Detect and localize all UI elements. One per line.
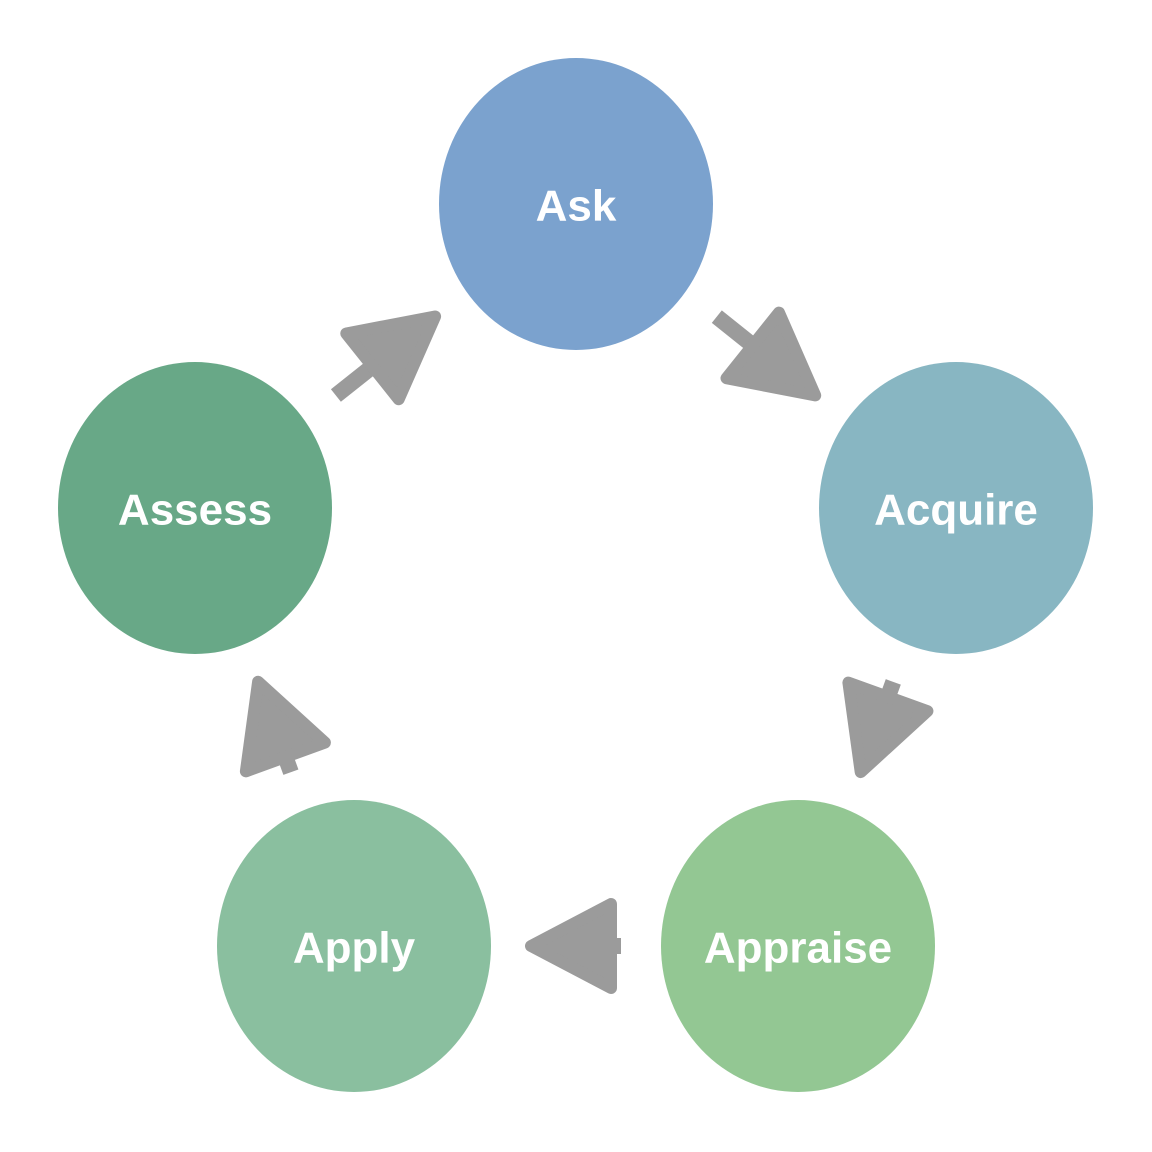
- edges-layer: [239, 306, 934, 994]
- node-assess-circle: [58, 362, 332, 654]
- node-assess-label: Assess: [118, 486, 272, 535]
- node-appraise: Appraise: [661, 800, 935, 1092]
- arrow-head: [720, 306, 822, 402]
- node-apply: Apply: [217, 800, 491, 1092]
- node-ask: Ask: [439, 58, 713, 350]
- node-appraise-circle: [661, 800, 935, 1092]
- arrow-head: [525, 898, 617, 994]
- arrow-apply-to-assess: [239, 675, 331, 778]
- node-appraise-label: Appraise: [704, 924, 892, 973]
- node-assess: Assess: [58, 362, 332, 654]
- arrow-ask-to-acquire: [711, 306, 822, 402]
- arrow-head: [340, 310, 442, 406]
- node-apply-label: Apply: [293, 924, 416, 973]
- node-acquire: Acquire: [819, 362, 1093, 654]
- arrow-acquire-to-appraise: [842, 676, 934, 779]
- node-ask-circle: [439, 58, 713, 350]
- arrow-appraise-to-apply: [525, 898, 621, 994]
- node-apply-circle: [217, 800, 491, 1092]
- arrow-head: [239, 675, 331, 778]
- node-acquire-label: Acquire: [874, 486, 1038, 535]
- arrow-assess-to-ask: [330, 310, 442, 406]
- node-acquire-circle: [819, 362, 1093, 654]
- node-ask-label: Ask: [536, 182, 617, 231]
- arrow-head: [842, 676, 934, 779]
